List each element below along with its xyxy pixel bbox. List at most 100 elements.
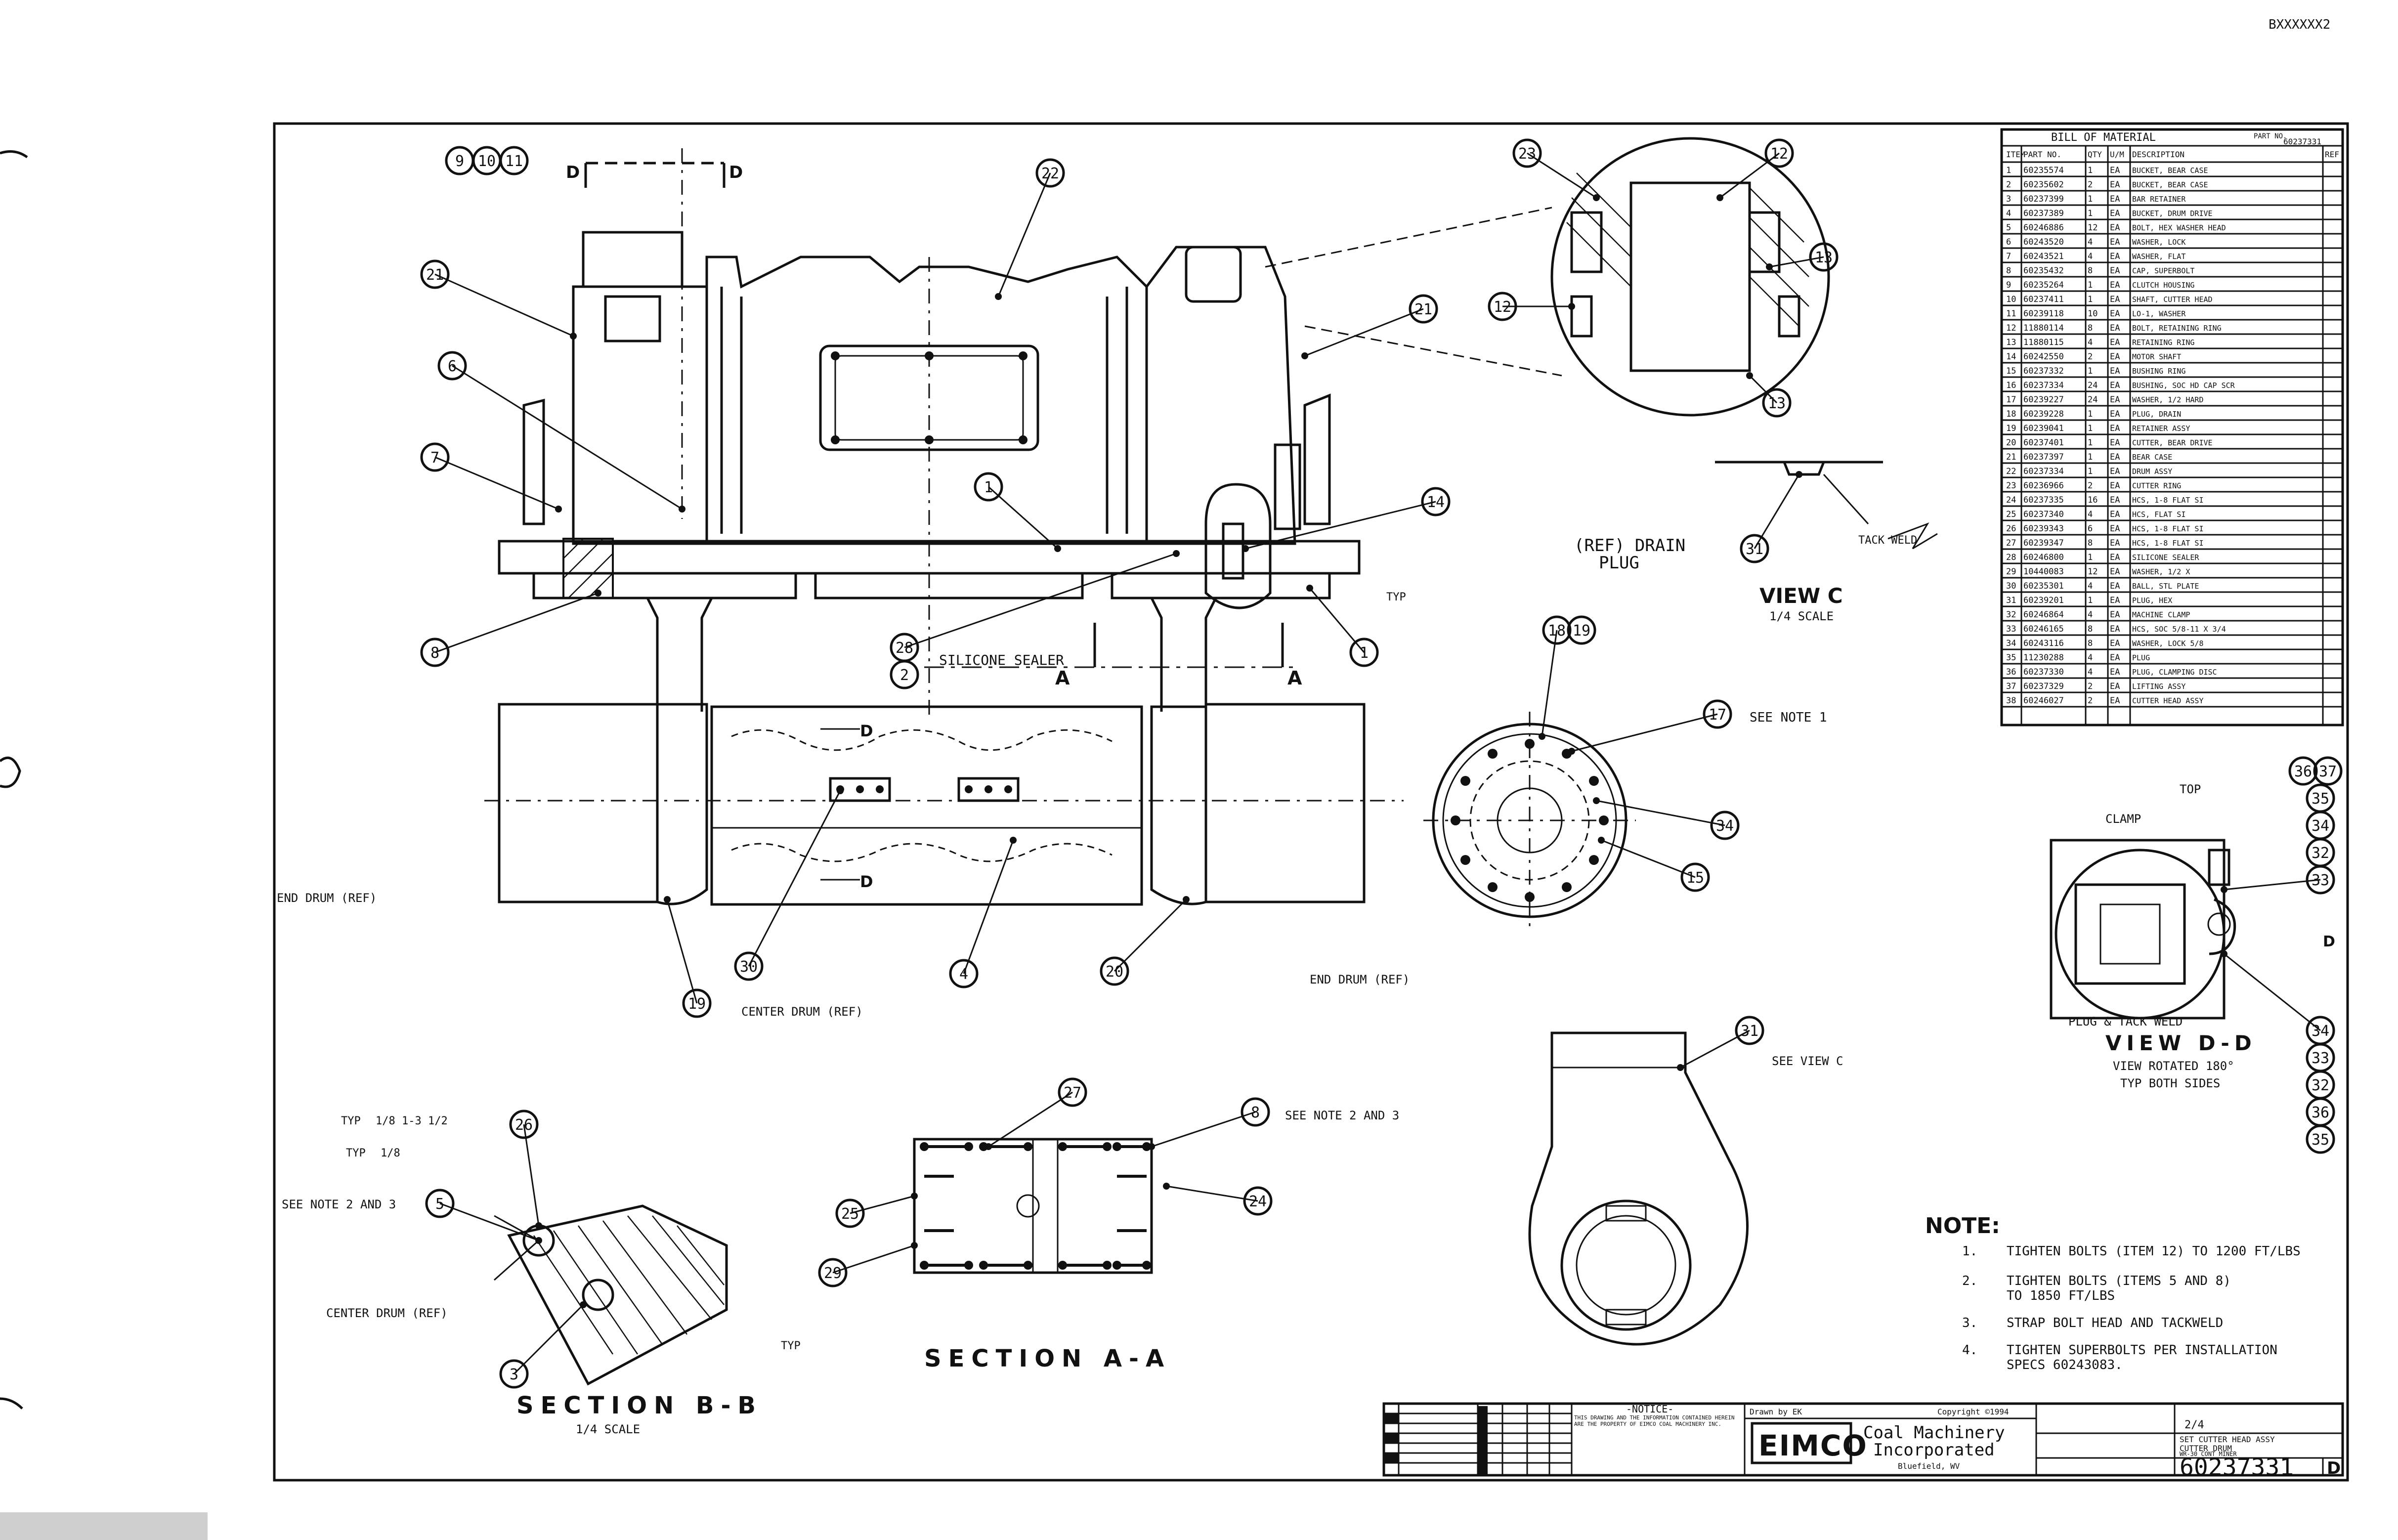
balloon-circle bbox=[1243, 1186, 1273, 1216]
bom-cell-item: 33 bbox=[2006, 624, 2016, 634]
bom-cell-item: 15 bbox=[2006, 366, 2016, 376]
company-line-1: Coal Machinery bbox=[1863, 1423, 2005, 1443]
bom-cell-um: EA bbox=[2110, 624, 2120, 634]
balloon-circle bbox=[1740, 534, 1769, 563]
balloon-number: 31 bbox=[1741, 1023, 1758, 1040]
bom-cell-um: EA bbox=[2110, 194, 2120, 204]
balloon-circle bbox=[949, 959, 979, 988]
bom-cell-desc: CLUTCH HOUSING bbox=[2132, 281, 2194, 290]
cutter-head-front-view bbox=[498, 148, 1361, 722]
bom-cell-part: 60239118 bbox=[2023, 309, 2064, 319]
bom-cell-qty: 4 bbox=[2088, 667, 2093, 677]
bom-header-cell: DESCRIPTION bbox=[2132, 150, 2184, 159]
note-2-num: 2. bbox=[1962, 1274, 1977, 1288]
bom-cell-qty: 1 bbox=[2088, 194, 2093, 204]
balloon-circle bbox=[1764, 138, 1794, 168]
balloon-b34a: 34 bbox=[1593, 797, 1740, 840]
bom-cell-qty: 1 bbox=[2088, 280, 2093, 290]
balloon-number: 21 bbox=[1414, 301, 1432, 318]
balloon-number: 13 bbox=[1768, 395, 1786, 412]
bom-cell-desc: RETAINER ASSY bbox=[2132, 424, 2190, 433]
balloon-circle bbox=[425, 1189, 455, 1218]
bom-cell-part: 60237411 bbox=[2023, 295, 2064, 304]
leader-dot bbox=[535, 1237, 542, 1244]
leader-dot bbox=[911, 1242, 918, 1249]
note-1-num: 1. bbox=[1962, 1244, 1977, 1259]
bom-cell-um: EA bbox=[2110, 467, 2120, 476]
bom-cell-item: 23 bbox=[2006, 481, 2016, 491]
bom-cell-um: EA bbox=[2110, 696, 2120, 706]
balloon-number: 29 bbox=[824, 1265, 842, 1282]
balloon-number: 8 bbox=[430, 644, 439, 662]
company-line-2: Incorporated bbox=[1873, 1440, 1995, 1460]
sheet-border bbox=[273, 122, 2349, 1482]
bom-cell-um: EA bbox=[2110, 352, 2120, 362]
balloon-number: 2 bbox=[900, 667, 909, 684]
bom-cell-desc: WASHER, 1/2 X bbox=[2132, 567, 2190, 576]
balloon-number: 35 bbox=[2312, 1131, 2329, 1149]
bom-part-ref: 60237331 bbox=[2283, 137, 2321, 146]
balloon-number: 31 bbox=[1746, 541, 1763, 558]
balloon-circle bbox=[499, 146, 529, 175]
drawn-by: Drawn by EK bbox=[1750, 1407, 1802, 1416]
balloon-number: 23 bbox=[1518, 145, 1536, 163]
notice-text-box: THIS DRAWING AND THE INFORMATION CONTAIN… bbox=[1574, 1414, 1735, 1427]
balloon-b21a: 21 bbox=[420, 259, 577, 340]
balloon-leader bbox=[434, 592, 599, 653]
balloon-number: 18 bbox=[1548, 622, 1566, 640]
bom-cell-part: 60237335 bbox=[2023, 495, 2064, 505]
balloon-b36: 36 bbox=[2288, 756, 2318, 786]
balloon-b12b: 12 bbox=[1488, 292, 1575, 321]
leader-dot bbox=[1306, 585, 1313, 592]
balloon-b14: 14 bbox=[1242, 487, 1451, 552]
plug-label: PLUG bbox=[1599, 553, 1639, 573]
bom-cell-qty: 4 bbox=[2088, 237, 2093, 247]
view-rotated-label: VIEW ROTATED 180° bbox=[2113, 1059, 2234, 1073]
bom-cell-qty: 1 bbox=[2088, 366, 2093, 376]
balloon-circle bbox=[1241, 1097, 1270, 1127]
scan-marks bbox=[0, 150, 208, 1540]
balloon-leader bbox=[1304, 308, 1424, 357]
weld-typ-4: TYP bbox=[1386, 591, 1406, 603]
balloon-number: 19 bbox=[1573, 622, 1590, 640]
end-view-circle bbox=[1423, 712, 1636, 929]
balloon-number: 37 bbox=[2319, 763, 2337, 780]
leader-dot bbox=[679, 506, 685, 513]
balloon-number: 11 bbox=[505, 153, 523, 170]
bom-cell-um: EA bbox=[2110, 538, 2120, 548]
note-2-text: TIGHTEN BOLTS (ITEMS 5 AND 8) bbox=[2007, 1274, 2231, 1288]
balloon-number: 3 bbox=[510, 1366, 518, 1383]
bom-cell-part: 60236966 bbox=[2023, 481, 2064, 491]
bom-cell-item: 10 bbox=[2006, 295, 2016, 304]
bom-cell-um: EA bbox=[2110, 395, 2120, 405]
bom-cell-qty: 8 bbox=[2088, 639, 2093, 648]
bom-cell-desc: BOLT, RETAINING RING bbox=[2132, 324, 2222, 333]
bom-cell-qty: 1 bbox=[2088, 295, 2093, 304]
bom-cell-desc: HCS, 1-8 FLAT SI bbox=[2132, 539, 2204, 548]
balloon-number: 30 bbox=[740, 958, 758, 976]
sheet-number: 2/4 bbox=[2184, 1419, 2204, 1431]
bom-cell-item: 13 bbox=[2006, 338, 2016, 347]
bom-cell-um: EA bbox=[2110, 338, 2120, 347]
leader-dot bbox=[1568, 303, 1575, 310]
bom-cell-desc: BUSHING RING bbox=[2132, 367, 2185, 376]
bom-cell-qty: 8 bbox=[2088, 538, 2093, 548]
balloon-b1a: 1 bbox=[974, 472, 1061, 552]
bom-cell-um: EA bbox=[2110, 166, 2120, 175]
balloon-b19b: 19 bbox=[664, 896, 712, 1018]
balloon-b18: 18 bbox=[1539, 615, 1572, 740]
bom-cell-part: 60239041 bbox=[2023, 424, 2064, 433]
section-d-label-top2: D bbox=[729, 163, 743, 182]
bom-cell-um: EA bbox=[2110, 481, 2120, 491]
balloon-b8b: 8 bbox=[1148, 1097, 1270, 1150]
bom-cell-desc: WASHER, LOCK 5/8 bbox=[2132, 639, 2204, 648]
balloon-leader bbox=[988, 1091, 1073, 1148]
section-a-label-right: A bbox=[1287, 667, 1302, 689]
bom-cell-item: 22 bbox=[2006, 467, 2016, 476]
